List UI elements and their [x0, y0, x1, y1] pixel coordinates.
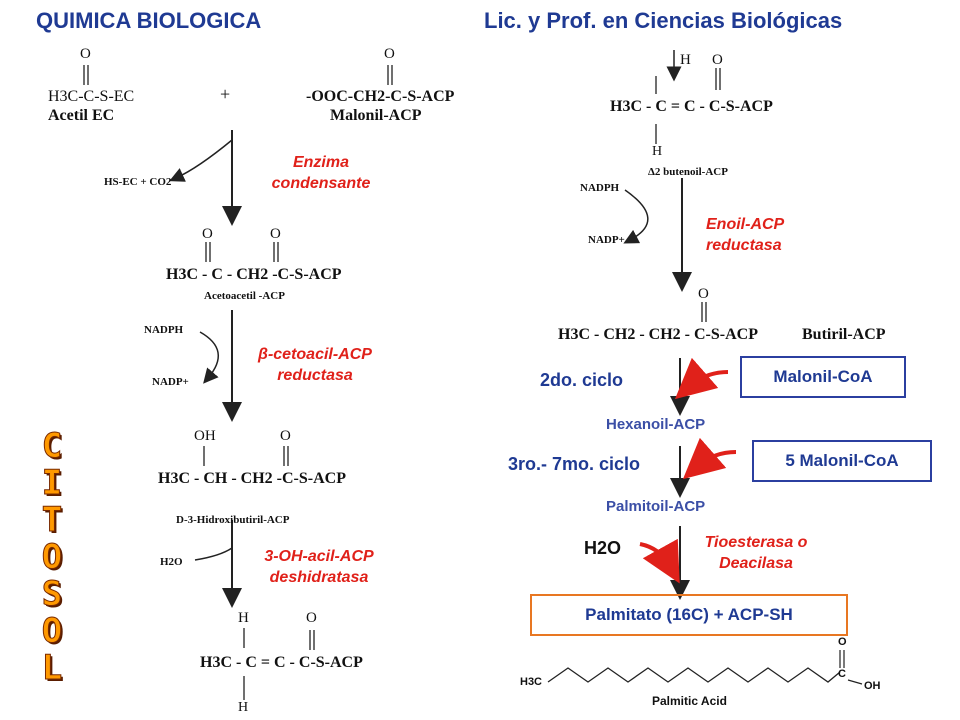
product-box: Palmitato (16C) + ACP-SH	[530, 594, 848, 636]
byproducts: HS-EC + CO2	[104, 176, 172, 188]
citosol-letter: T	[41, 500, 63, 540]
hidroxi-o: O	[280, 428, 291, 444]
citosol-letter: I	[41, 463, 63, 503]
crotonil-formula: H3C - C = C - C-S-ACP	[200, 654, 363, 671]
aceto-o2: O	[270, 226, 281, 242]
palmitoil-label: Palmitoil-ACP	[606, 498, 706, 515]
butenoil-o: O	[712, 52, 723, 68]
citosol-letter: O	[41, 537, 63, 577]
enzyme-cetoacil-reductasa: β-cetoacil-ACP reductasa	[258, 346, 372, 384]
cycle3-label: 3ro.- 7mo. ciclo	[508, 454, 641, 474]
cycle2-label: 2do. ciclo	[540, 370, 624, 390]
acetoacetil-name: Acetoacetil -ACP	[204, 290, 285, 302]
malonil5-coa-box: 5 Malonil-CoA	[752, 440, 932, 482]
h2o-right: H2O	[584, 538, 622, 558]
nadph-left: NADPH	[144, 324, 184, 336]
malonil-coa-box: Malonil-CoA	[740, 356, 906, 398]
citosol-letter: O	[41, 611, 63, 651]
palmitic-oh: OH	[864, 680, 881, 692]
enzyme-tioesterasa: Tioesterasa o Deacilasa	[704, 534, 808, 572]
palmitic-acid-label: Palmitic Acid	[652, 694, 727, 708]
plus-sign: +	[220, 84, 231, 104]
butenoil-h-bottom: H	[652, 144, 663, 159]
acetil-name: Acetil EC	[48, 107, 115, 124]
enzyme-deshidratasa: 3-OH-acil-ACP deshidratasa	[264, 548, 374, 586]
butiril-name: Butiril-ACP	[802, 326, 886, 343]
aceto-o1: O	[202, 226, 213, 242]
citosol-label: C I T O S O L	[32, 426, 72, 688]
enzyme-enoil-reductasa: Enoil-ACP reductasa	[706, 216, 784, 254]
nadp-right: NADP+	[588, 234, 625, 246]
left-title: QUIMICA BIOLOGICA	[36, 8, 262, 33]
citosol-letter: C	[41, 426, 63, 466]
enzyme-condensante: Enzima condensante	[271, 154, 371, 192]
croto-o: O	[306, 610, 317, 626]
h2o-left: H2O	[160, 556, 183, 568]
butenoil-name: Δ2 butenoil-ACP	[648, 166, 728, 178]
malonil-name: Malonil-ACP	[330, 107, 422, 124]
palmitic-h3c: H3C	[520, 676, 543, 688]
palmitic-c: C	[838, 668, 846, 680]
croto-h-bottom: H	[238, 700, 249, 715]
right-title: Lic. y Prof. en Ciencias Biológicas	[484, 8, 843, 33]
acetil-carbonyl-o: O	[80, 46, 91, 62]
nadp-left: NADP+	[152, 376, 189, 388]
hexanoil-label: Hexanoil-ACP	[606, 416, 706, 433]
malonil-formula: -OOC-CH2-C-S-ACP	[306, 88, 455, 105]
butiril-o: O	[698, 286, 709, 302]
acetoacetil-formula: H3C - C - CH2 -C-S-ACP	[166, 266, 342, 283]
butiril-formula: H3C - CH2 - CH2 - C-S-ACP	[558, 326, 758, 343]
citosol-letter: L	[41, 648, 63, 688]
butenoil-formula: H3C - C = C - C-S-ACP	[610, 98, 773, 115]
acetil-formula: H3C-C-S-EC	[48, 88, 135, 105]
hidroxibutiril-name: D-3-Hidroxibutiril-ACP	[176, 514, 290, 526]
croto-h-top: H	[238, 610, 249, 626]
nadph-right: NADPH	[580, 182, 620, 194]
malonil-carbonyl-o: O	[384, 46, 395, 62]
palmitic-o: O	[838, 636, 847, 648]
butenoil-h-top: H	[680, 52, 691, 68]
citosol-letter: S	[41, 574, 63, 614]
oh-label: OH	[194, 428, 216, 444]
hidroxibutiril-formula: H3C - CH - CH2 -C-S-ACP	[158, 470, 346, 487]
